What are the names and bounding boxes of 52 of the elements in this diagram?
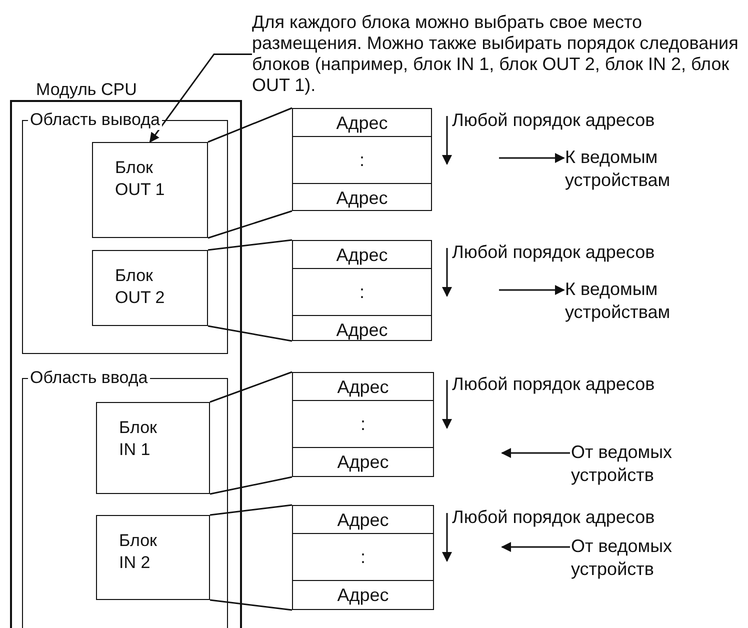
destination-label: От ведомых устройств — [571, 535, 731, 581]
area-heading: Область ввода — [28, 368, 150, 388]
block-box — [92, 250, 208, 326]
block-label: Блок OUT 2 — [115, 265, 165, 309]
destination-label: К ведомым устройствам — [565, 146, 725, 192]
order-note: Любой порядок адресов — [452, 242, 655, 262]
ellipsis-mark: : — [359, 282, 364, 302]
address-label: Адрес — [337, 376, 389, 396]
projection-line — [208, 239, 292, 251]
area-heading: Область вывода — [28, 110, 162, 130]
note-text: Для каждого блока можно выбрать свое место размещения. Можно также выбирать порядок следования блоков (например, блок IN 1, блок OUT 2, блок IN 2, блок OUT 1). — [252, 12, 746, 100]
projection-line — [208, 325, 292, 342]
projection-line — [210, 504, 292, 516]
module-heading: Модуль CPU — [36, 80, 137, 100]
arrow — [501, 542, 570, 552]
ellipsis-mark: : — [359, 150, 364, 170]
block-label: Блок IN 2 — [119, 530, 158, 574]
address-table — [292, 505, 434, 610]
projection-line — [210, 476, 292, 495]
projection-line — [208, 210, 292, 239]
area-frame — [22, 110, 228, 354]
order-note: Любой порядок адресов — [452, 110, 655, 130]
block-label: Блок IN 1 — [119, 417, 158, 461]
order-note: Любой порядок адресов — [452, 374, 655, 394]
address-label: Адрес — [336, 112, 388, 132]
area-frame — [22, 368, 228, 628]
address-table — [292, 372, 434, 477]
ellipsis-mark: : — [360, 547, 366, 567]
block-box — [96, 402, 210, 494]
address-label: Адрес — [336, 244, 388, 264]
projection-line — [210, 371, 292, 403]
address-label: Адрес — [337, 510, 389, 530]
address-label: Адрес — [337, 452, 389, 472]
block-label: Блок OUT 1 — [115, 157, 165, 201]
order-note: Любой порядок адресов — [452, 507, 655, 527]
address-label: Адрес — [336, 320, 388, 340]
leader-line — [149, 54, 252, 143]
address-label: Адрес — [336, 188, 388, 208]
ellipsis-mark: : — [360, 414, 366, 434]
arrow — [501, 448, 570, 458]
block-box — [96, 515, 210, 600]
destination-label: К ведомым устройствам — [565, 278, 725, 324]
module-frame — [10, 80, 242, 628]
block-box — [92, 142, 208, 238]
address-label: Адрес — [337, 585, 389, 605]
projection-line — [210, 599, 292, 611]
destination-label: От ведомых устройств — [571, 441, 731, 487]
projection-line — [208, 107, 292, 143]
address-table — [292, 108, 432, 211]
arrow — [499, 153, 565, 163]
arrow — [499, 285, 565, 295]
address-table — [292, 240, 432, 341]
